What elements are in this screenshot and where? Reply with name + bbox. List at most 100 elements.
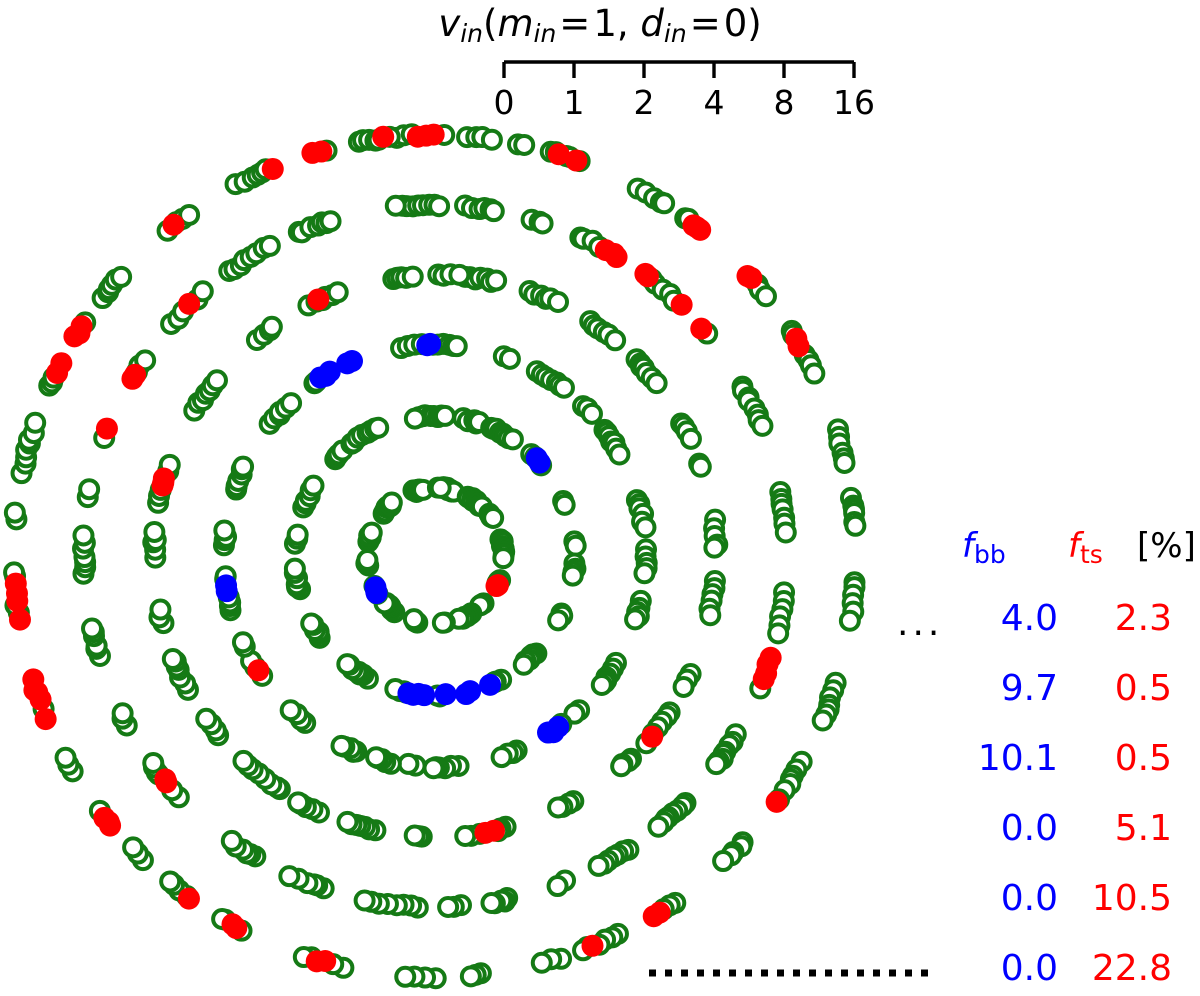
marker-green-open <box>633 562 656 585</box>
page-title: vin(min=1, din=0) <box>0 2 1200 50</box>
marker-green-open <box>459 965 482 988</box>
marker-green-open <box>767 622 790 645</box>
marker-red-filled <box>422 123 445 146</box>
marker-green-open <box>161 648 184 670</box>
marker-green-open <box>336 810 359 833</box>
marker-green-open <box>360 521 383 544</box>
title-param1-equals: = <box>559 2 591 45</box>
marker-green-open <box>280 392 303 415</box>
marker-green-open <box>54 746 77 769</box>
marker-green-open <box>365 746 388 769</box>
marker-green-open <box>159 870 182 893</box>
marker-green-open <box>149 598 172 621</box>
dotted-separator-line <box>649 969 929 977</box>
marker-red-filled <box>547 143 570 166</box>
marker-green-open <box>754 285 777 308</box>
marker-green-open <box>134 349 157 372</box>
marker-green-open <box>3 501 26 524</box>
title-param2-equals: = <box>689 2 721 45</box>
marker-green-open <box>178 203 201 226</box>
marker-green-open <box>530 951 553 974</box>
marker-red-filled <box>307 288 330 311</box>
marker-green-open <box>394 965 417 988</box>
ring-1 <box>72 193 797 919</box>
marker-green-open <box>448 263 471 286</box>
legend-cell-fts: 0.5 <box>1114 668 1172 709</box>
marker-red-filled <box>372 125 395 148</box>
marker-green-open <box>278 865 301 888</box>
marker-green-open <box>546 875 569 898</box>
marker-green-open <box>547 796 570 819</box>
marker-green-open <box>610 755 633 778</box>
marker-green-open <box>397 752 420 775</box>
ring-3 <box>212 332 658 780</box>
marker-red-filled <box>474 821 497 844</box>
marker-green-open <box>553 493 576 516</box>
marker-green-open <box>72 524 95 547</box>
marker-green-open <box>142 751 165 774</box>
marker-green-open <box>380 491 403 514</box>
marker-green-open <box>326 281 349 304</box>
legend-header-row: fbb fts [%] <box>940 520 1200 572</box>
marker-red-filled <box>70 315 93 338</box>
marker-green-open <box>672 675 695 698</box>
marker-red-filled <box>247 659 270 682</box>
marker-green-open <box>110 265 133 288</box>
marker-green-open <box>111 702 134 725</box>
title-comma: , <box>616 2 629 45</box>
marker-green-open <box>213 519 236 542</box>
marker-blue-filled <box>318 360 341 383</box>
marker-green-open <box>402 608 425 631</box>
legend-header-fts: fts <box>1068 526 1103 569</box>
marker-green-open <box>838 609 861 632</box>
marker-blue-filled <box>364 576 387 599</box>
marker-red-filled <box>581 934 604 957</box>
marker-green-open <box>751 414 774 437</box>
marker-green-open <box>81 617 104 640</box>
marker-red-filled <box>93 806 116 829</box>
marker-green-open <box>513 133 536 156</box>
marker-green-open <box>422 757 445 780</box>
legend-header-unit: [%] <box>1137 526 1196 566</box>
marker-green-open <box>712 850 735 873</box>
marker-green-open <box>689 455 712 478</box>
marker-red-filled <box>642 905 665 928</box>
legend-cell-fbb: 0.0 <box>1000 878 1058 919</box>
marker-red-filled <box>787 335 810 358</box>
legend-cell-fts: 0.5 <box>1114 738 1172 779</box>
marker-red-filled <box>50 352 73 375</box>
legend-cell-fbb: 4.0 <box>1000 598 1058 639</box>
legend-cell-fts: 5.1 <box>1114 808 1172 849</box>
marker-green-open <box>336 653 359 676</box>
title-variable: v <box>438 2 461 45</box>
marker-green-open <box>482 506 505 529</box>
marker-green-open <box>552 376 575 399</box>
scale-bar-tick-label-5: 16 <box>833 83 875 122</box>
marker-green-open <box>437 895 460 918</box>
marker-green-open <box>647 815 670 838</box>
marker-red-filled <box>310 140 333 163</box>
legend-header-fbb: fbb <box>962 526 1006 569</box>
marker-red-filled <box>152 467 175 490</box>
marker-green-open <box>653 192 676 215</box>
marker-green-open <box>833 451 856 474</box>
marker-red-filled <box>34 708 57 731</box>
marker-green-open <box>403 824 426 847</box>
marker-red-filled <box>221 913 244 936</box>
marker-green-open <box>260 315 283 338</box>
legend-cell-fts: 2.3 <box>1114 598 1172 639</box>
marker-red-filled <box>752 668 775 691</box>
marker-red-filled <box>605 246 628 269</box>
marker-green-open <box>231 631 254 654</box>
ring-2 <box>142 263 729 848</box>
marker-green-open <box>485 269 508 292</box>
marker-blue-filled <box>397 682 420 705</box>
marker-green-open <box>547 291 570 313</box>
marker-blue-filled <box>215 574 238 597</box>
marker-green-open <box>580 402 603 425</box>
marker-green-open <box>431 611 454 634</box>
marker-red-filled <box>178 292 201 315</box>
